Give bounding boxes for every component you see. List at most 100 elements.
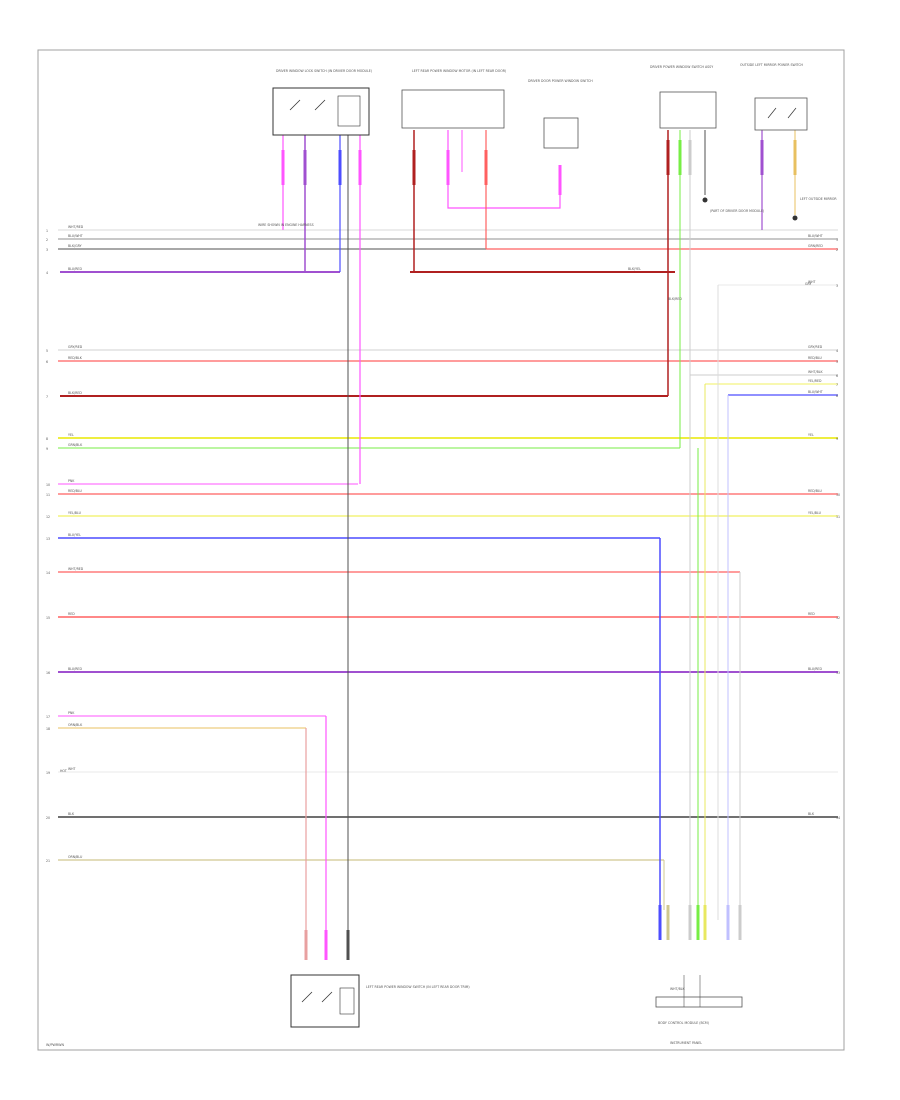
switch-icon <box>321 991 333 1003</box>
wire-color-label-left: PNK <box>68 711 75 715</box>
component-driver-door-window-switch: DRIVER DOOR POWER WINDOW SWITCH <box>528 79 593 149</box>
mid-label: BLK/YEL <box>628 267 641 271</box>
wire-color-label-left: WHT/RED <box>68 225 84 229</box>
footer-label: W/PWRWN <box>46 1043 64 1047</box>
wire-number-left: 15 <box>46 616 50 620</box>
wire-number-right: 4 <box>836 349 838 353</box>
wire-number-left: 19 <box>46 771 50 775</box>
component-label: DRIVER DOOR POWER WINDOW SWITCH <box>528 79 593 83</box>
ground-dot <box>792 215 798 221</box>
mid-label: BLK/RED <box>668 297 682 301</box>
switch-icon <box>787 107 797 119</box>
switch-icon <box>301 991 313 1003</box>
wire-color-label-left: RED <box>68 612 75 616</box>
component-box <box>401 89 505 129</box>
wire-number-left: 20 <box>46 816 50 820</box>
wire-number-left: 11 <box>46 493 50 497</box>
component-box <box>754 97 808 131</box>
wire-color-label-left: GRY/RED <box>68 345 83 349</box>
wire-number-left: 1 <box>46 229 48 233</box>
wire-color-label-left: BLU/RED <box>68 267 82 271</box>
component-label: LEFT REAR POWER WINDOW SWITCH (IN LEFT R… <box>366 985 470 989</box>
wire-color-label-left: YEL <box>68 433 74 437</box>
drop-c2-2 <box>447 130 561 209</box>
wire-number-left: 12 <box>46 515 50 519</box>
component-note: INSTRUMENT PANEL <box>670 1041 702 1045</box>
wire-number-right: 5 <box>836 360 838 364</box>
wire-color-label-right: WHT/BLK <box>808 370 824 374</box>
component-label: BODY CONTROL MODULE (BCM) <box>658 1021 709 1025</box>
wire-number-right: 6 <box>836 374 838 378</box>
wire-color-label-left: BLK/RED <box>68 391 82 395</box>
mid-label: GRY <box>805 282 811 286</box>
component-label: OUTSIDE LEFT MIRROR POWER SWITCH <box>740 63 804 67</box>
wire-number-right: 3 <box>836 284 838 288</box>
component-label: LEFT REAR POWER WINDOW MOTOR (IN LEFT RE… <box>412 69 506 73</box>
wire-color-label-left: GRN/BLK <box>68 443 83 447</box>
wire-number-left: 7 <box>46 395 48 399</box>
wire-color-label-right: BLK <box>808 812 815 816</box>
connector-stubs <box>281 140 797 960</box>
component-note: LEFT OUTSIDE MIRROR <box>800 197 837 201</box>
wire-color-label-left: PNK <box>68 479 75 483</box>
wire-color-label-right: RED <box>808 612 815 616</box>
horizontal-wires <box>58 229 838 861</box>
wire-color-label-left: RED/BLU <box>68 489 83 493</box>
wire-color-label-right: BLU/RED <box>808 667 822 671</box>
wire-number-left: 16 <box>46 671 50 675</box>
wire-number-left: 18 <box>46 727 50 731</box>
ground-dot <box>702 197 708 203</box>
wire-color-label-right: RED/BLU <box>808 489 823 493</box>
component-body-control-module: BODY CONTROL MODULE (BCM) INSTRUMENT PAN… <box>655 975 743 1045</box>
component-outside-mirror-switch: OUTSIDE LEFT MIRROR POWER SWITCH LEFT OU… <box>740 63 837 221</box>
wire-number-right: 9 <box>836 437 838 441</box>
wire-number-right: 14 <box>836 816 840 820</box>
wire-number-right: 12 <box>836 616 840 620</box>
component-driver-power-window-switch-assy: DRIVER POWER WINDOW SWITCH ASSY (PART OF… <box>650 65 764 213</box>
wire-color-label-right: YEL <box>808 433 814 437</box>
wire-number-left: 5 <box>46 349 48 353</box>
wire-number-left: 17 <box>46 715 50 719</box>
wire-color-label-left: BLU/WHT <box>68 234 83 238</box>
component-box <box>290 974 360 1028</box>
wire-number-left: 6 <box>46 360 48 364</box>
wire-number-left: 13 <box>46 537 50 541</box>
wire-color-label-left: YEL/BLU <box>68 511 82 515</box>
wire-number-left: 21 <box>46 859 50 863</box>
vertical-wires <box>282 100 796 950</box>
right-wire-labels: BLU/WHT1GRN/RED2WHT3GRY/RED4RED/BLU5WHT/… <box>808 234 840 820</box>
wire-number-right: 1 <box>836 238 838 242</box>
component-label: DRIVER POWER WINDOW SWITCH ASSY <box>650 65 713 69</box>
mid-label: HOT <box>60 769 67 773</box>
wire-number-right: 10 <box>836 493 840 497</box>
wire-color-label-right: YEL/RED <box>808 379 822 383</box>
wire-color-label-left: ORN/BLK <box>68 723 83 727</box>
wire-color-label-right: RED/BLU <box>808 356 823 360</box>
wire-number-right: 7 <box>836 383 838 387</box>
diagram-frame <box>37 49 845 1051</box>
wire-color-label-left: RED/BLK <box>68 356 83 360</box>
wire-color-label-left: BLK/GRY <box>68 244 82 248</box>
component-driver-window-lock-switch: DRIVER WINDOW LOCK SWITCH (IN DRIVER DOO… <box>272 69 372 136</box>
component-note: (PART OF DRIVER DOOR MODULE) <box>710 209 764 213</box>
switch-icon <box>289 99 301 111</box>
wire-color-label-right: WHT <box>808 280 816 284</box>
wire-number-left: 14 <box>46 571 50 575</box>
wire-color-label-right: YEL/BLU <box>808 511 822 515</box>
wire-number-right: 13 <box>836 671 840 675</box>
wire-color-label-right: BLU/WHT <box>808 390 823 394</box>
note: WIRE SHOWN IN ENGINE HARNESS <box>258 223 314 227</box>
wire-number-right: 2 <box>836 248 838 252</box>
left-wire-labels: 1WHT/RED2BLU/WHT3BLK/GRY4BLU/RED5GRY/RED… <box>46 225 84 863</box>
wire-number-right: 11 <box>836 515 840 519</box>
wire-number-left: 4 <box>46 271 48 275</box>
switch-icon <box>767 107 777 119</box>
wire-color-label-left: BLU/YEL <box>68 533 81 537</box>
wire-number-right: 8 <box>836 394 838 398</box>
component-box <box>272 87 370 136</box>
wire-color-label-left: WHT <box>68 767 76 771</box>
mid-label: WHT/BLK <box>670 987 686 991</box>
wire-number-left: 10 <box>46 483 50 487</box>
wire-color-label-left: WHT/RED <box>68 567 84 571</box>
